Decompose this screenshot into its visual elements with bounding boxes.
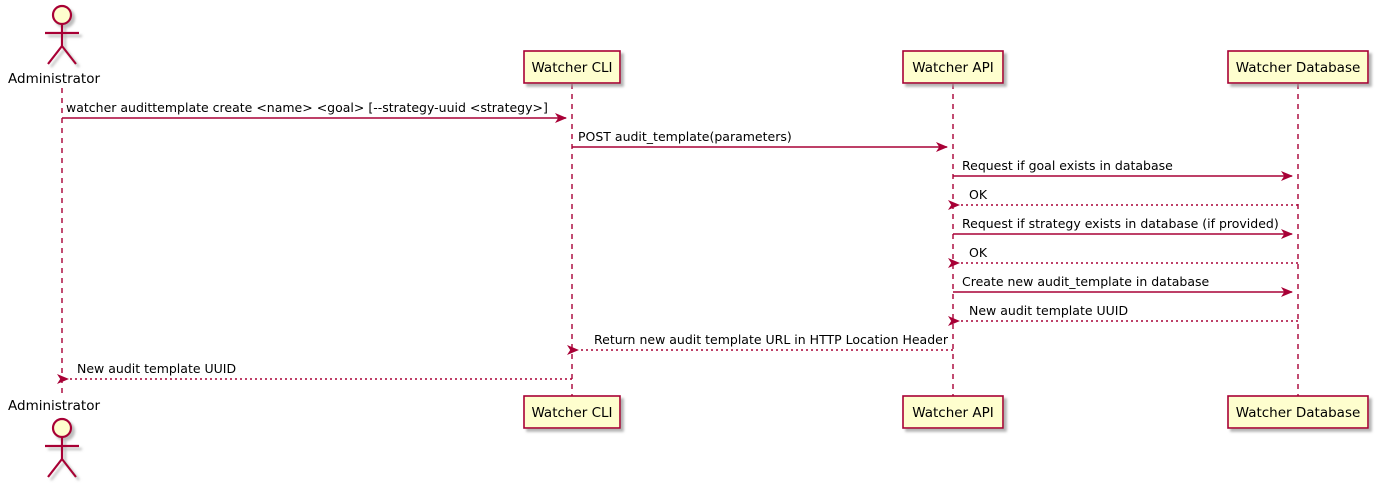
message-9[interactable]: Return new audit template URL in HTTP Lo… xyxy=(567,332,953,355)
participant-box-rect[interactable] xyxy=(902,395,1004,429)
message-label: POST audit_template(parameters) xyxy=(578,129,792,144)
message-label: Request if goal exists in database xyxy=(962,158,1173,173)
participant-box-watcher-cli-top[interactable]: Watcher CLI xyxy=(523,50,621,84)
participant-box-rect[interactable] xyxy=(1227,395,1369,429)
actor-label-administrator-bottom: Administrator xyxy=(8,398,100,414)
actor-head-icon xyxy=(51,4,73,26)
message-4[interactable]: OK xyxy=(948,187,1298,210)
actor-administrator-top[interactable]: Administrator xyxy=(8,4,100,87)
lifelines xyxy=(61,84,1299,396)
message-2[interactable]: POST audit_template(parameters) xyxy=(572,129,948,152)
message-label: Create new audit_template in database xyxy=(962,274,1209,289)
participant-box-rect[interactable] xyxy=(523,395,621,429)
message-label: OK xyxy=(969,187,988,202)
participant-box-watcher-database-bottom[interactable]: Watcher Database xyxy=(1227,395,1369,429)
actor-leg-right-icon xyxy=(61,45,77,65)
actor-leg-left-icon xyxy=(47,458,63,478)
message-label: Request if strategy exists in database (… xyxy=(962,216,1279,231)
message-8[interactable]: New audit template UUID xyxy=(948,303,1298,326)
message-6[interactable]: OK xyxy=(948,245,1298,268)
participant-box-rect[interactable] xyxy=(1227,50,1369,84)
actor-head-icon xyxy=(51,417,73,439)
participant-box-rect[interactable] xyxy=(523,50,621,84)
actor-leg-right-icon xyxy=(61,458,77,478)
participant-label-watcher-api-top: Watcher API xyxy=(912,60,994,76)
participant-label-watcher-cli-bottom: Watcher CLI xyxy=(531,405,612,421)
message-3[interactable]: Request if goal exists in database xyxy=(953,158,1293,181)
actor-figure-bottom xyxy=(45,417,79,478)
participant-label-watcher-database-bottom: Watcher Database xyxy=(1236,405,1361,421)
actor-administrator-bottom[interactable]: Administrator xyxy=(8,398,100,478)
actor-leg-left-icon xyxy=(47,45,63,65)
participant-label-watcher-database-top: Watcher Database xyxy=(1236,60,1361,76)
message-7[interactable]: Create new audit_template in database xyxy=(953,274,1293,297)
participant-box-watcher-api-bottom[interactable]: Watcher API xyxy=(902,395,1004,429)
message-label: New audit template UUID xyxy=(77,361,236,376)
participant-box-rect[interactable] xyxy=(902,50,1004,84)
message-label: New audit template UUID xyxy=(969,303,1128,318)
message-10[interactable]: New audit template UUID xyxy=(57,361,572,384)
message-1[interactable]: watcher audittemplate create <name> <goa… xyxy=(62,100,567,123)
participant-box-watcher-api-top[interactable]: Watcher API xyxy=(902,50,1004,84)
messages: watcher audittemplate create <name> <goa… xyxy=(57,100,1298,384)
actor-figure-top xyxy=(45,4,79,65)
actor-label-administrator-top: Administrator xyxy=(8,71,100,87)
participant-label-watcher-api-bottom: Watcher API xyxy=(912,405,994,421)
message-label: OK xyxy=(969,245,988,260)
message-label: Return new audit template URL in HTTP Lo… xyxy=(594,332,949,347)
participant-box-watcher-cli-bottom[interactable]: Watcher CLI xyxy=(523,395,621,429)
message-5[interactable]: Request if strategy exists in database (… xyxy=(953,216,1293,239)
message-label: watcher audittemplate create <name> <goa… xyxy=(66,100,548,115)
participant-label-watcher-cli-top: Watcher CLI xyxy=(531,60,612,76)
participant-box-watcher-database-top[interactable]: Watcher Database xyxy=(1227,50,1369,84)
